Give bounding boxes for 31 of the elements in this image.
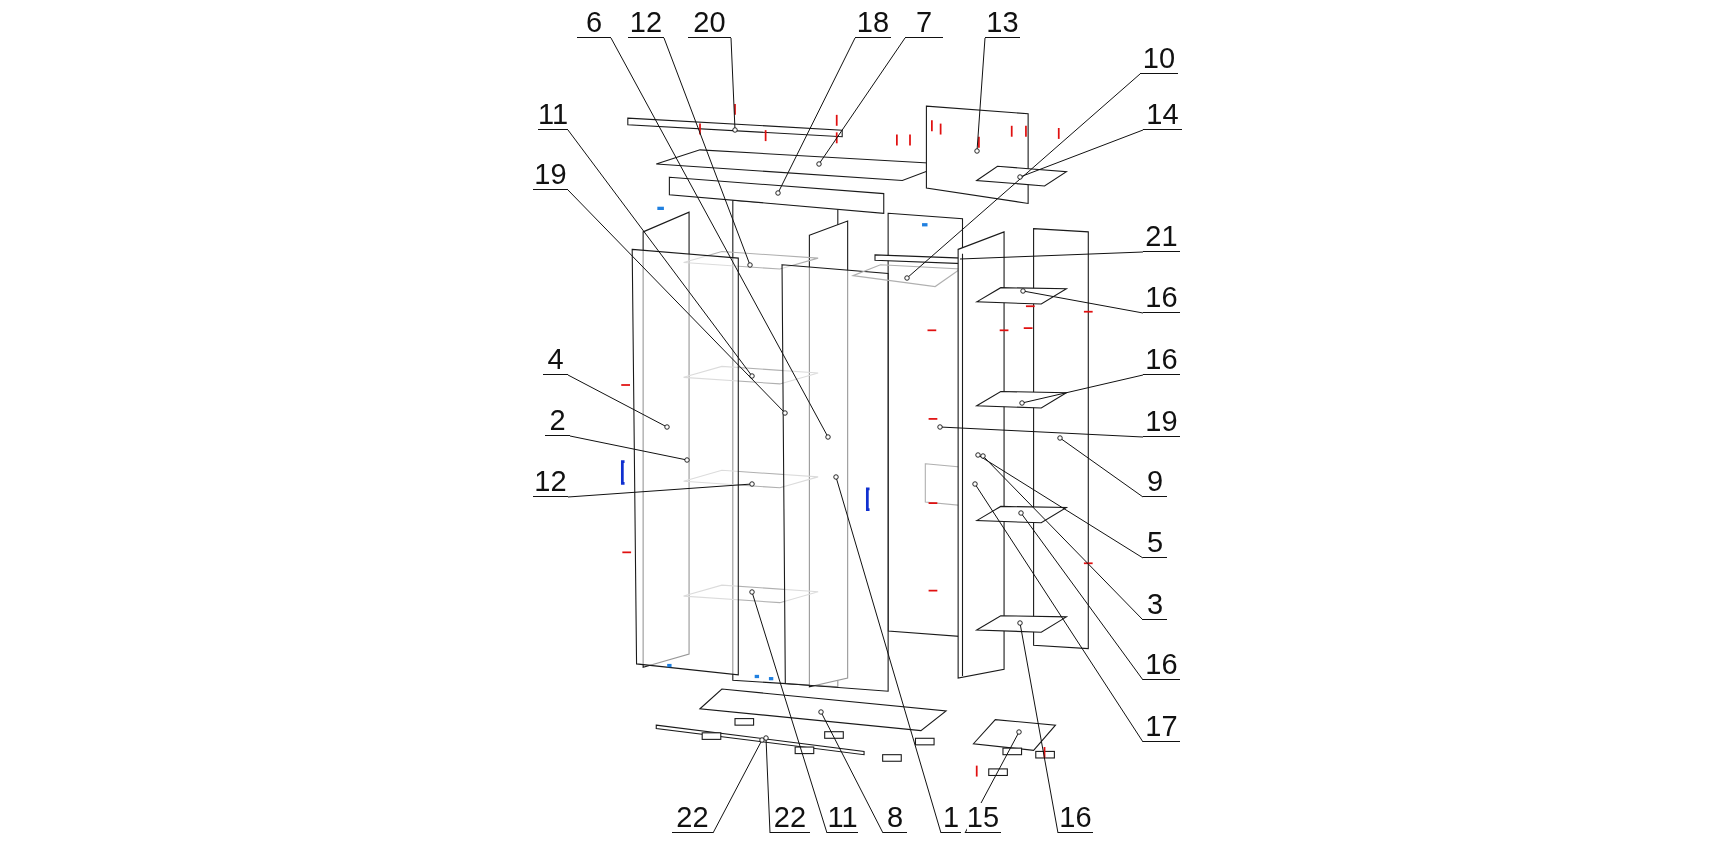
leader-line	[1018, 510, 1144, 681]
leader-line	[1017, 129, 1144, 180]
leader-line	[1057, 435, 1144, 498]
leader-line	[904, 73, 1141, 281]
leader-line	[567, 374, 670, 430]
leader-line	[1017, 620, 1059, 834]
leader-line	[818, 709, 884, 834]
leader-line	[567, 189, 788, 416]
leader-line	[663, 37, 753, 268]
leader-line	[763, 735, 771, 834]
leader-line	[833, 474, 942, 834]
leader-line	[569, 435, 690, 463]
leader-line	[749, 589, 828, 834]
leader-line	[974, 37, 986, 154]
leader-line	[959, 251, 1144, 260]
leader-line	[712, 737, 765, 834]
leader-line	[937, 424, 1144, 438]
leader-line	[610, 37, 831, 440]
leader-line	[980, 453, 1144, 621]
leader-line	[567, 129, 755, 379]
leader-line	[730, 37, 738, 133]
leader-line	[816, 37, 906, 167]
leader-line	[1019, 374, 1144, 406]
leader-line	[775, 37, 856, 196]
callout-number: 7	[905, 5, 943, 38]
leader-line	[972, 481, 1144, 743]
callout-number: 6	[577, 5, 611, 38]
callout-number: 15	[965, 800, 1001, 833]
leader-line	[1020, 288, 1144, 314]
leader-line	[975, 452, 1144, 559]
leader-line	[567, 481, 755, 498]
